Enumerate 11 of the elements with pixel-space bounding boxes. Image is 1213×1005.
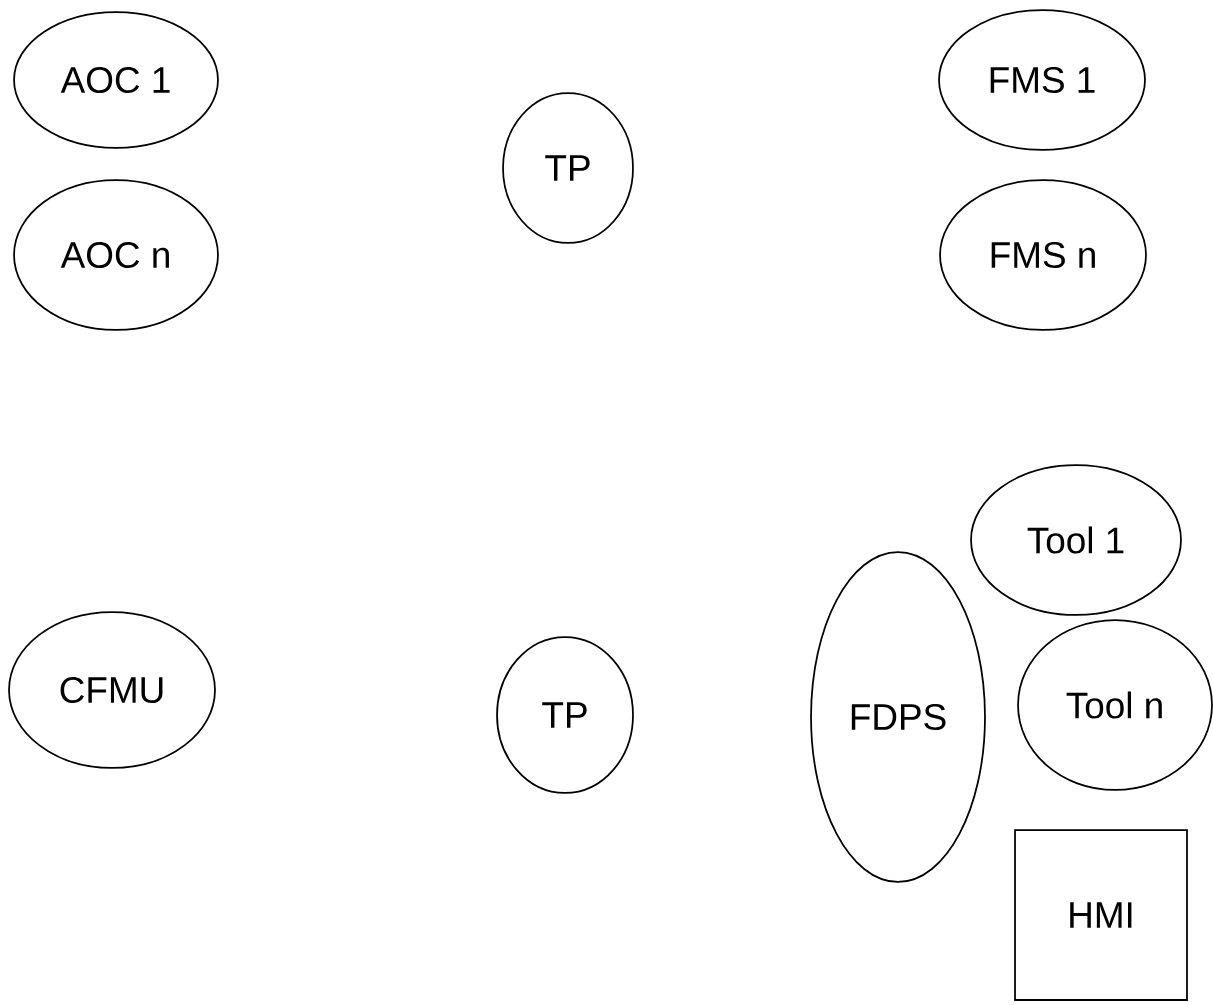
- ellipse-node: FDPS: [810, 551, 986, 883]
- ellipse-node: TP: [502, 92, 634, 244]
- ellipse-node: Tool 1: [970, 464, 1182, 616]
- ellipse-node: FMS 1: [938, 9, 1146, 151]
- ellipse-node: FMS n: [939, 179, 1147, 331]
- ellipse-node: AOC 1: [13, 11, 219, 149]
- ellipse-node: Tool n: [1017, 619, 1213, 791]
- ellipse-node: TP: [496, 636, 634, 794]
- box-node: HMI: [1014, 829, 1188, 1001]
- ellipse-node: AOC n: [13, 179, 219, 331]
- ellipse-node: CFMU: [8, 611, 216, 769]
